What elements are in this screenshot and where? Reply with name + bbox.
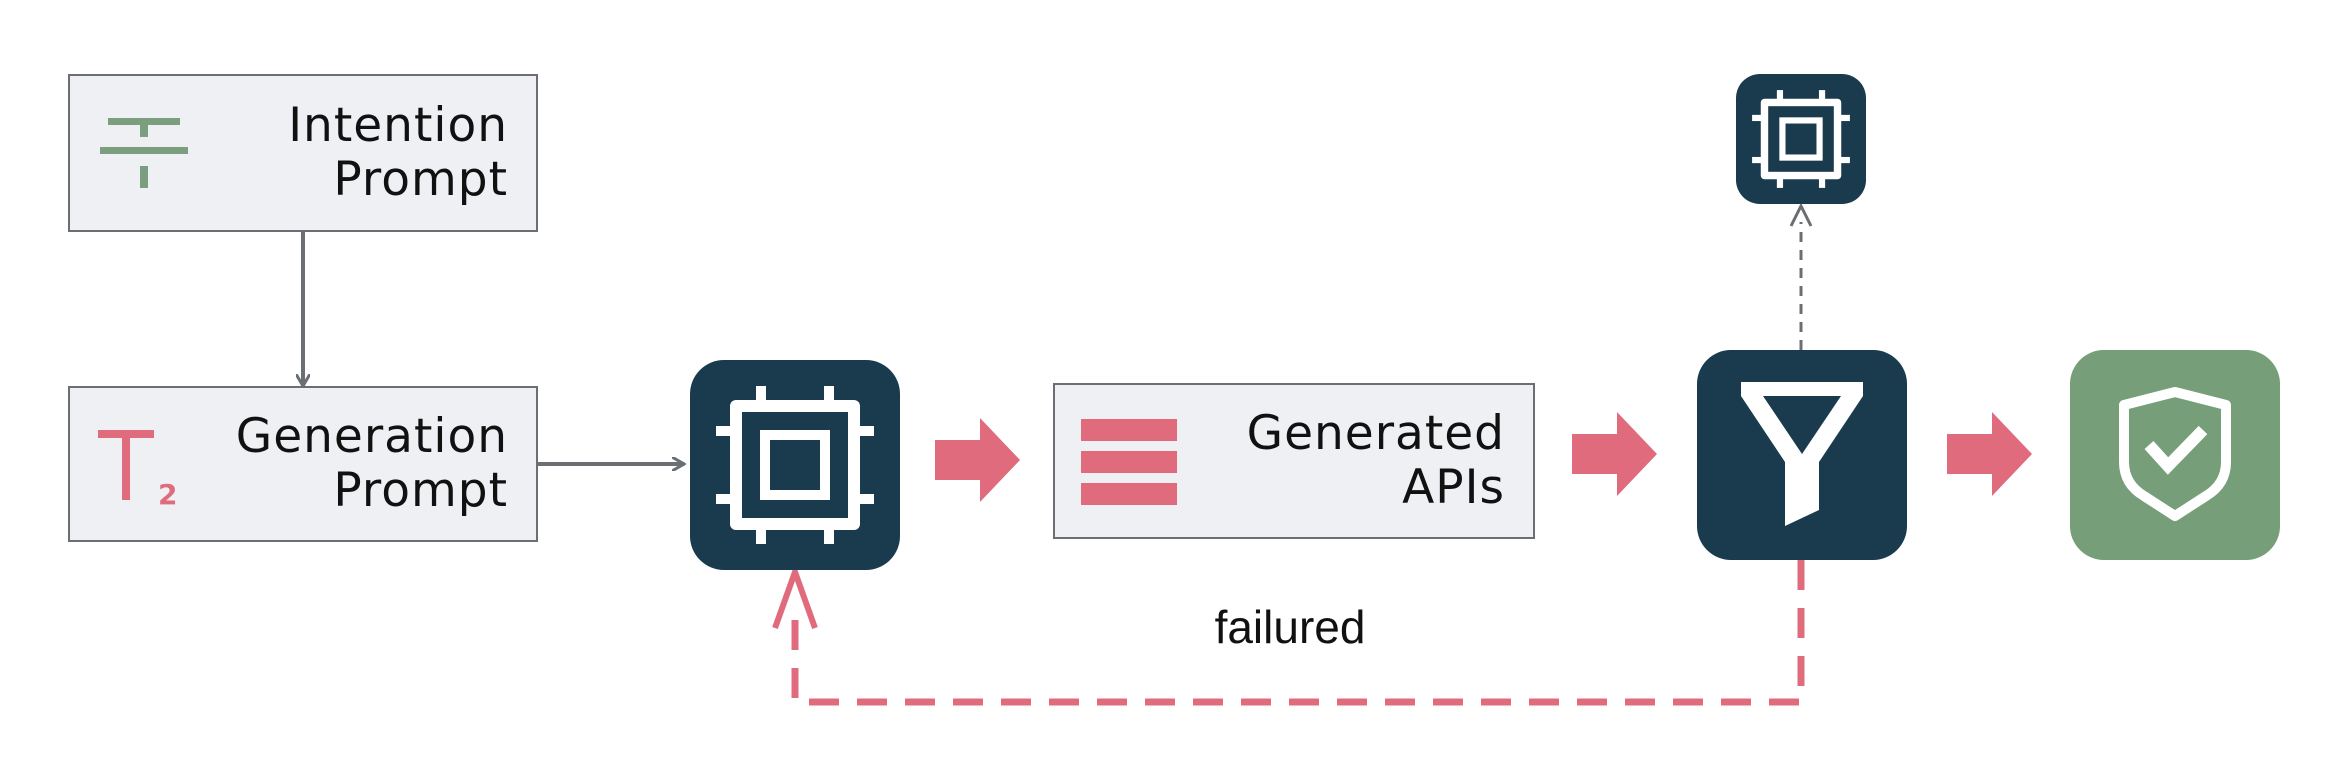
generated-apis-label: Generated APIs xyxy=(1247,385,1505,537)
arrowhead-small-processor xyxy=(1789,202,1813,227)
filter-tile xyxy=(1697,350,1907,560)
failure-loop-arrowhead xyxy=(772,563,818,630)
svg-text:2: 2 xyxy=(158,478,177,511)
generation-prompt-label: Generation Prompt xyxy=(236,388,508,540)
list-bars-icon xyxy=(1081,419,1177,505)
failure-edge-label: failured xyxy=(1214,601,1366,653)
verified-tile xyxy=(2070,350,2280,560)
chip-icon xyxy=(716,386,874,544)
generated-apis-box: Generated APIs xyxy=(1053,383,1535,539)
text-strike-icon xyxy=(100,118,188,188)
generated-apis-line2: APIs xyxy=(1402,460,1505,515)
intention-prompt-label: Intention Prompt xyxy=(288,76,508,230)
text-subscript-icon: 2 xyxy=(98,430,177,511)
chip-icon xyxy=(1752,90,1850,188)
arrow-filter-to-verified xyxy=(1947,412,2032,496)
intention-prompt-box: Intention Prompt xyxy=(68,74,538,232)
funnel-icon xyxy=(1741,382,1863,526)
intention-prompt-line1: Intention xyxy=(288,98,508,153)
intention-prompt-line2: Prompt xyxy=(333,152,508,207)
shield-check-icon xyxy=(2119,387,2231,521)
small-processor-tile xyxy=(1736,74,1866,204)
failure-loop-line xyxy=(791,560,1805,706)
processor-tile xyxy=(690,360,900,570)
generation-prompt-line2: Prompt xyxy=(333,463,508,518)
generated-apis-line1: Generated xyxy=(1246,406,1505,461)
generation-prompt-line1: Generation xyxy=(235,409,508,464)
arrow-apis-to-filter xyxy=(1572,412,1657,496)
arrow-processor-to-apis xyxy=(935,418,1020,502)
generation-prompt-box: 2 Generation Prompt xyxy=(68,386,538,542)
